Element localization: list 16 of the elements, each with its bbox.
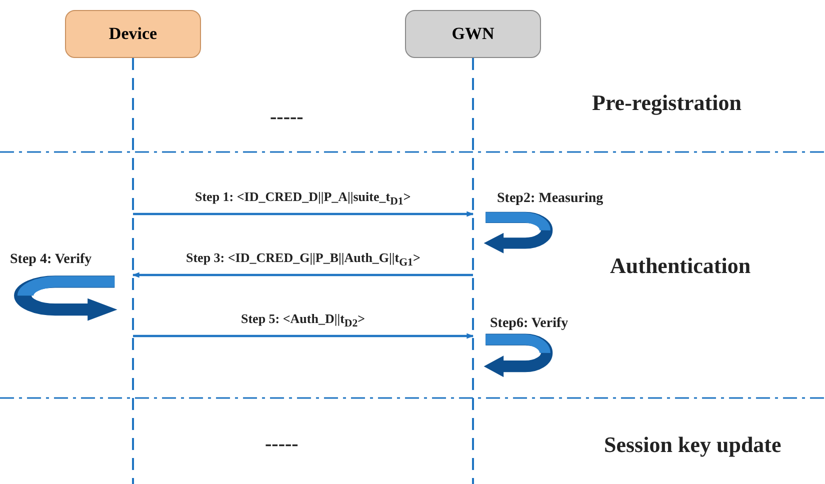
participant-box: GWN [405,10,541,58]
ellipsis: ----- [270,106,304,129]
message-arrow [133,333,474,339]
message-label: Step 5: <Auth_D||t$_{D2}$> [241,311,366,330]
message-arrow [133,211,474,217]
participant-box: Device [65,10,201,58]
message-arrow [132,272,473,278]
ellipsis: ----- [265,433,298,456]
phase-title: Pre-registration [592,90,742,116]
step-label: Step6: Verify [490,316,568,332]
phase-title: Authentication [610,253,751,279]
step-label: Step 4: Verify [10,252,92,268]
step-label: Step2: Measuring [497,191,604,207]
message-label: Step 3: <ID_CRED_G||P_B||Auth_G||t$_{G1}$> [186,250,420,269]
phase-title: Session key update [604,432,782,458]
message-label: Step 1: <ID_CRED_D||P_A||suite_t$_{D1}$> [195,189,411,208]
